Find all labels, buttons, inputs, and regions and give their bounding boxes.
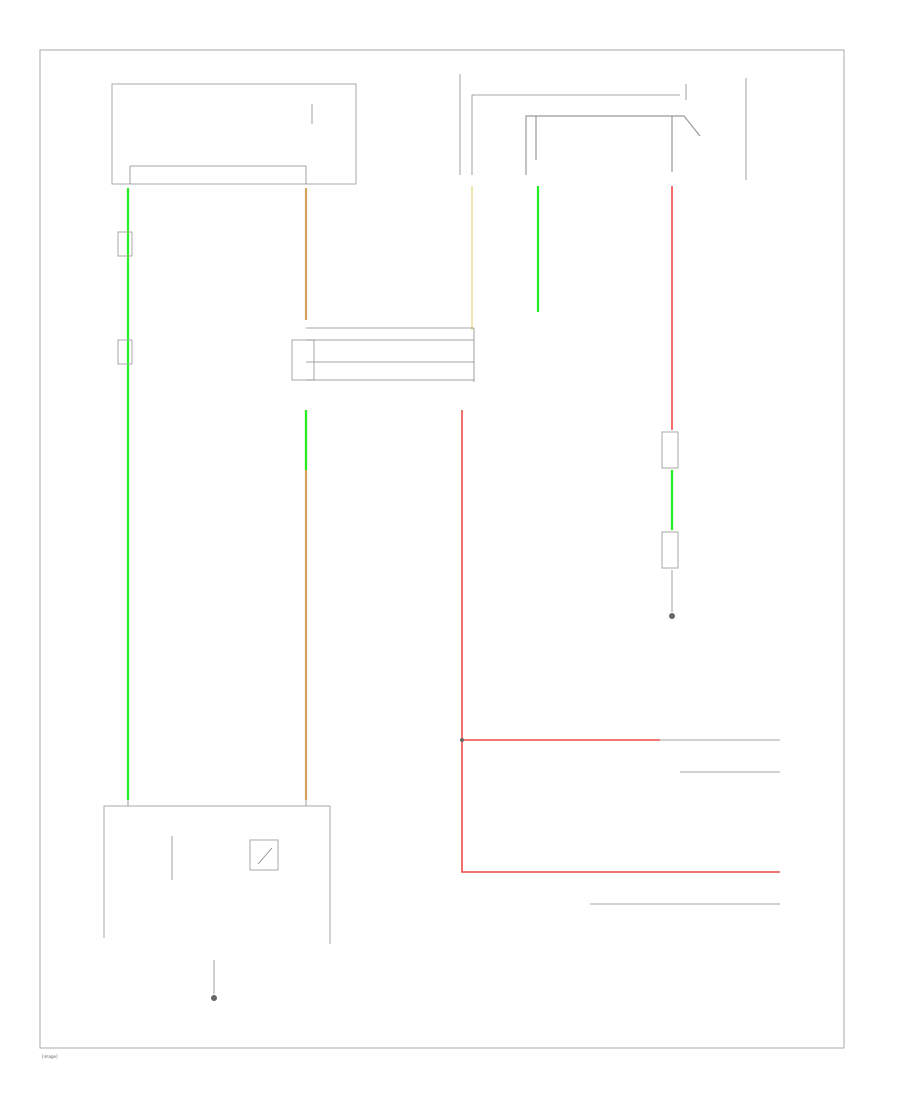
wire-red-center-lower <box>461 740 780 873</box>
control-unit-box <box>103 805 331 944</box>
ground-right <box>669 613 675 619</box>
connector-lower <box>117 339 133 365</box>
figure-id: [image] <box>42 1054 58 1059</box>
connector-upper <box>117 231 133 257</box>
wire-red-center-upper <box>461 410 660 741</box>
switch-element <box>249 839 279 871</box>
splice-block <box>291 339 315 381</box>
switch-contact <box>257 847 273 865</box>
switch-lower <box>661 531 679 569</box>
ground-bottom <box>211 995 217 1001</box>
harness-line-top <box>471 94 680 175</box>
junction-box-top-left <box>111 83 357 185</box>
relay-contact-line <box>525 115 701 175</box>
switch-upper <box>661 431 679 469</box>
splice-point <box>460 738 464 742</box>
diagram-frame <box>39 49 845 1049</box>
